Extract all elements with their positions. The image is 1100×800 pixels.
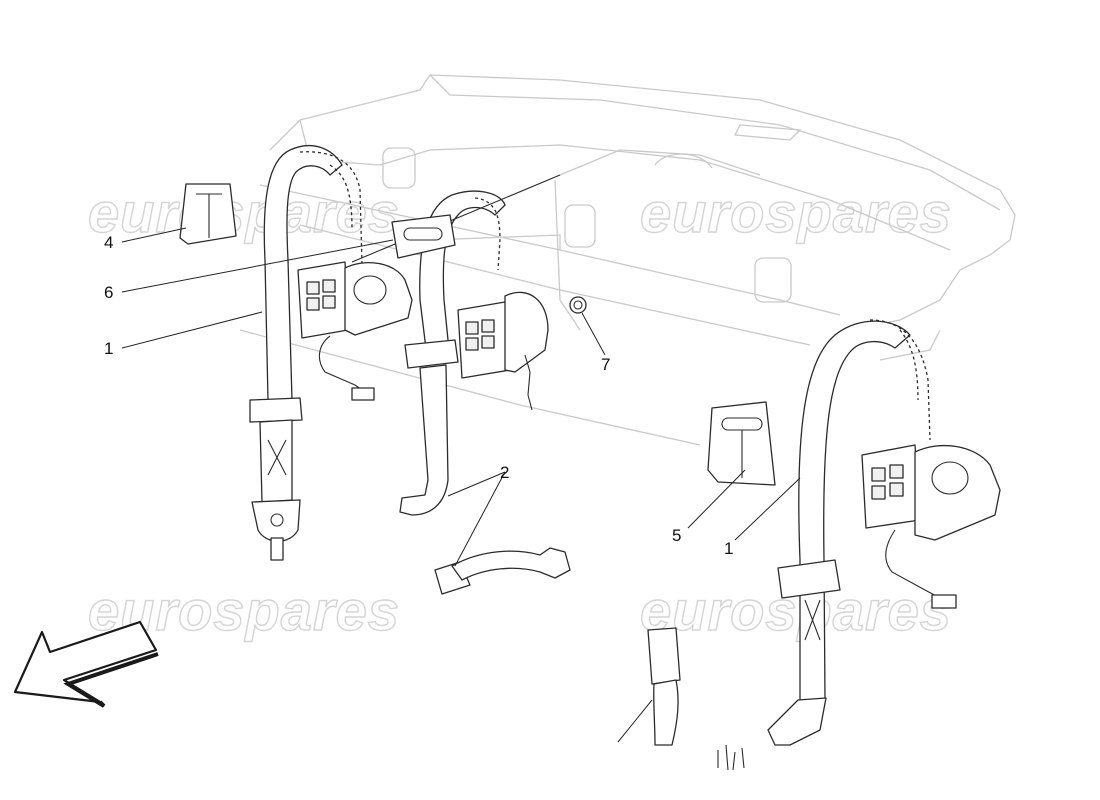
- callout-4: 4: [104, 233, 113, 252]
- right-seat-belt-assembly: [767, 319, 1001, 746]
- watermark-top-right: eurospares: [640, 181, 952, 244]
- rear-shelf-frame: [239, 74, 1016, 446]
- leader-lines: [121, 227, 801, 743]
- callout-5: 5: [672, 526, 681, 545]
- left-seat-belt-assembly: [249, 145, 413, 561]
- grommet-7: [569, 296, 587, 314]
- front-direction-arrow-icon: [13, 620, 159, 708]
- callout-numbers: 4 6 1 2 7 5 1: [104, 233, 733, 558]
- trim-covers: [179, 183, 776, 486]
- callout-1-left: 1: [104, 339, 113, 358]
- fastener-marks: [717, 744, 745, 771]
- callout-1-right: 1: [724, 539, 733, 558]
- callout-6: 6: [104, 283, 113, 302]
- callout-2: 2: [500, 463, 509, 482]
- trim-cover-4: [179, 183, 237, 245]
- watermark-top-left: eurospares: [88, 181, 400, 244]
- callout-7: 7: [601, 355, 610, 374]
- trim-cover-6: [391, 214, 456, 259]
- centre-seat-belt-assembly: [351, 174, 561, 516]
- buckles: [434, 547, 681, 746]
